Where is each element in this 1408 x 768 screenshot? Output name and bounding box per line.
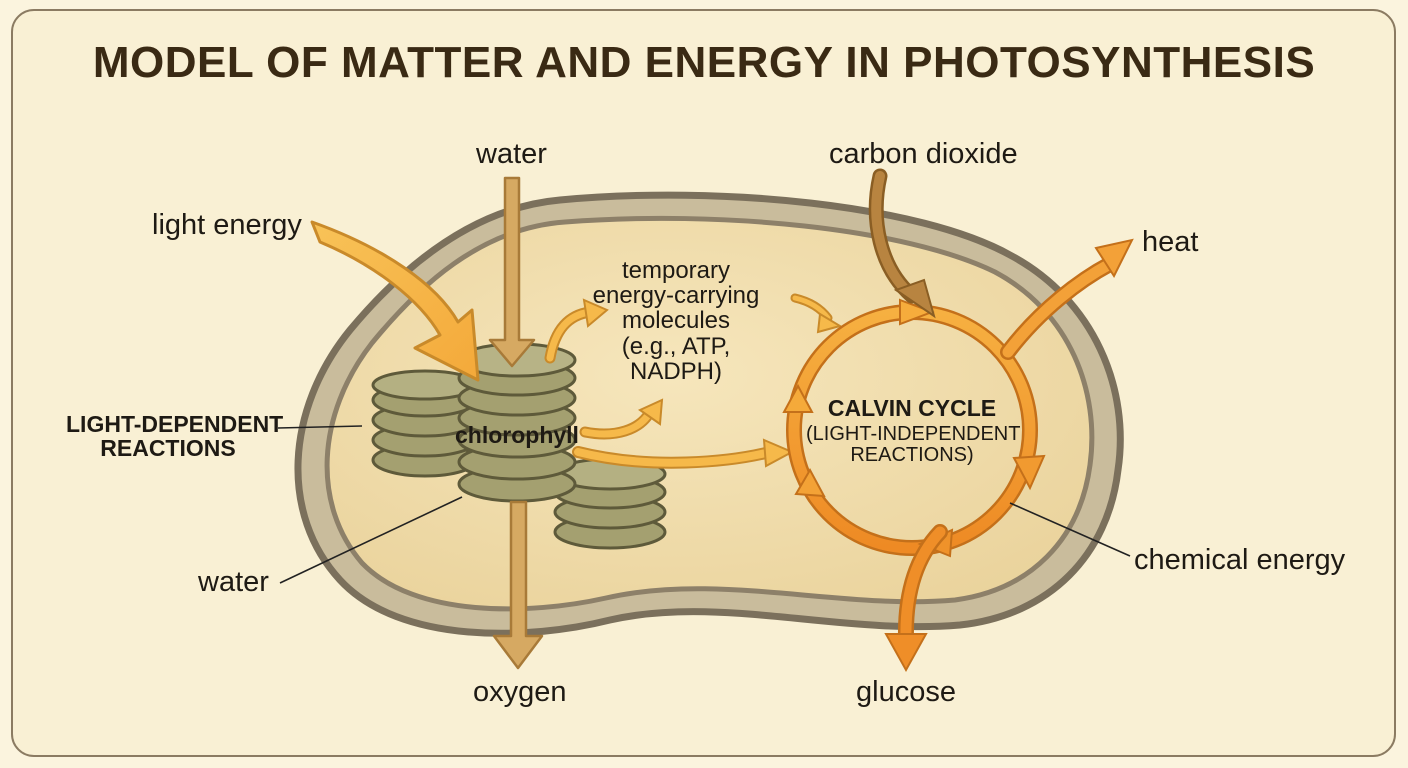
oxygen-label: oxygen	[473, 676, 567, 708]
temporary-molecules-line-1: temporary	[621, 257, 731, 284]
granum-center	[457, 342, 577, 503]
light-dependent-reactions-label: LIGHT-DEPENDENT REACTIONS	[66, 411, 284, 462]
light-independent-line-1: (LIGHT-INDEPENDENT	[806, 423, 1021, 445]
water-pointer-label: water	[198, 566, 269, 598]
light-dependent-leader-line	[277, 425, 363, 429]
carbon-dioxide-arrow-body	[871, 171, 917, 301]
cycle-arrowhead-upper-left	[782, 383, 814, 413]
water-leader-line	[279, 496, 463, 584]
heat-arrow-head	[1094, 238, 1134, 279]
temporary-molecules-line-4: (e.g., ATP,	[621, 332, 731, 360]
oxygen-out-arrow	[492, 500, 544, 670]
chemical-energy-label: chemical energy	[1134, 544, 1346, 576]
energy-to-cycle-arrow-body	[574, 448, 774, 467]
molecules-to-cycle-arrow-body	[792, 295, 831, 321]
calvin-cycle-label: CALVIN CYCLE	[827, 395, 997, 421]
atp-arrow-lower-body	[581, 408, 654, 438]
water-in-arrow	[488, 176, 536, 368]
cycle-arrowhead-left	[794, 467, 826, 498]
chlorophyll-label: chlorophyll	[455, 422, 579, 448]
granum-left	[371, 369, 479, 478]
carbon-dioxide-arrow-head	[893, 278, 936, 319]
glucose-arrow-body	[900, 526, 946, 644]
light-independent-label: (LIGHT-INDEPENDENT REACTIONS)	[806, 423, 1021, 466]
heat-arrow-body	[1002, 258, 1116, 358]
glucose-arrow-head	[884, 633, 928, 673]
light-energy-arrow	[310, 220, 480, 382]
atp-arrow-upper-body	[546, 308, 594, 362]
carbon-dioxide-label: carbon dioxide	[829, 138, 1018, 170]
water-input-label: water	[476, 138, 547, 170]
light-energy-label: light energy	[152, 209, 302, 241]
atp-arrow-upper-head	[582, 298, 609, 328]
energy-to-cycle-arrow-head	[762, 438, 795, 468]
light-dependent-line-2: REACTIONS	[100, 435, 236, 462]
atp-arrow-lower-head	[637, 398, 664, 426]
temporary-molecules-line-2: energy-carrying	[592, 282, 760, 310]
diagram-title: MODEL OF MATTER AND ENERGY IN PHOTOSYNTH…	[92, 38, 1316, 87]
light-independent-line-2: REACTIONS)	[850, 444, 974, 466]
molecules-to-cycle-arrow-head	[816, 312, 843, 334]
temporary-molecules-label: temporary energy-carrying molecules (e.g…	[590, 258, 762, 384]
chemical-energy-leader-line	[1009, 502, 1131, 557]
cycle-arrowhead-top	[899, 298, 935, 326]
granum-right	[553, 457, 667, 550]
temporary-molecules-line-5: NADPH)	[629, 357, 722, 385]
temporary-molecules-line-3: molecules	[621, 307, 731, 335]
heat-label: heat	[1142, 226, 1199, 258]
cycle-arrowhead-right	[1012, 454, 1046, 491]
glucose-label: glucose	[856, 676, 956, 708]
light-dependent-line-1: LIGHT-DEPENDENT	[66, 411, 284, 437]
